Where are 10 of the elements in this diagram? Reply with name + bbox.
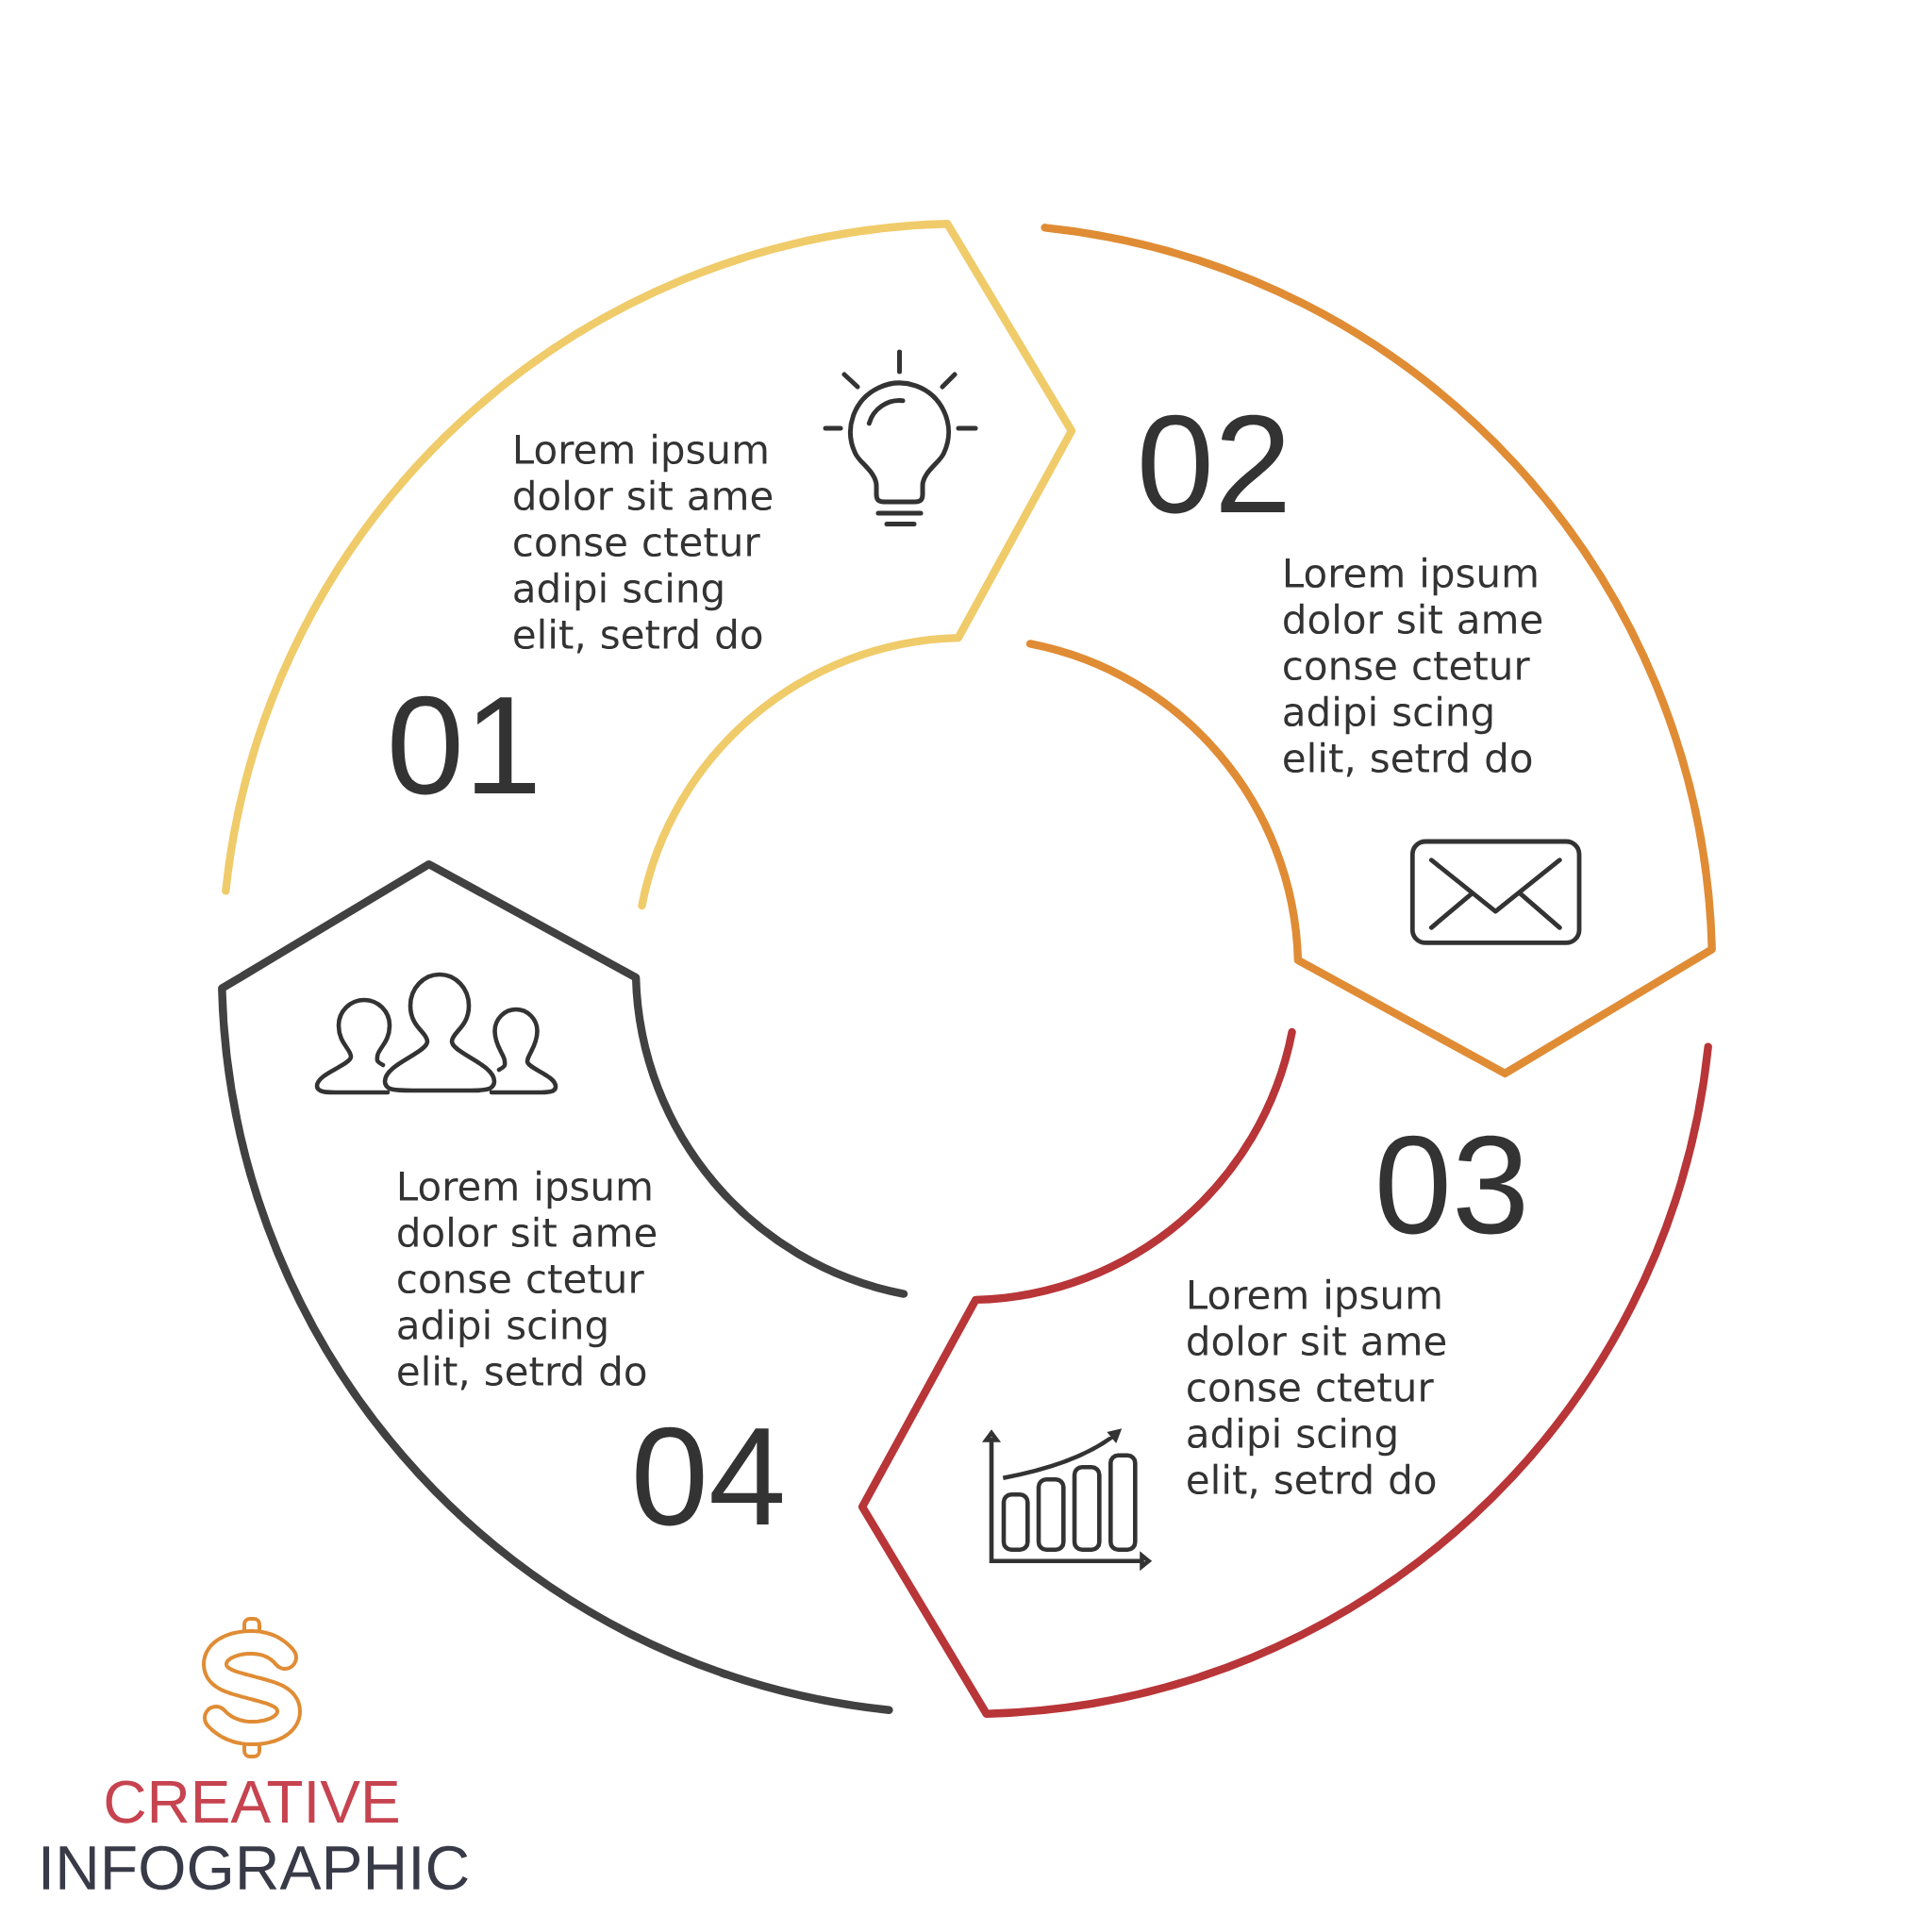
heading-text: CREATIVE [106, 1780, 398, 1824]
body-text: Lorem ipsum dolor sit ame conse ctetur adipi scing elit, setrd do [1284, 557, 1542, 777]
body-text: Lorem ipsum dolor sit ame conse ctetur adipi scing elit, setrd do [1188, 1278, 1446, 1499]
body-text: Lorem ipsum dolor sit ame conse ctetur adipi scing elit, setrd do [398, 1170, 657, 1391]
heading-text: INFOGRAPHIC [42, 1845, 468, 1890]
body-text: Lorem ipsum dolor sit ame conse ctetur adipi scing elit, setrd do [514, 433, 773, 654]
step-number: 01 [391, 695, 536, 795]
step-number: 03 [1379, 1135, 1524, 1235]
step-number: 04 [636, 1426, 782, 1526]
step-number: 02 [1141, 414, 1285, 514]
